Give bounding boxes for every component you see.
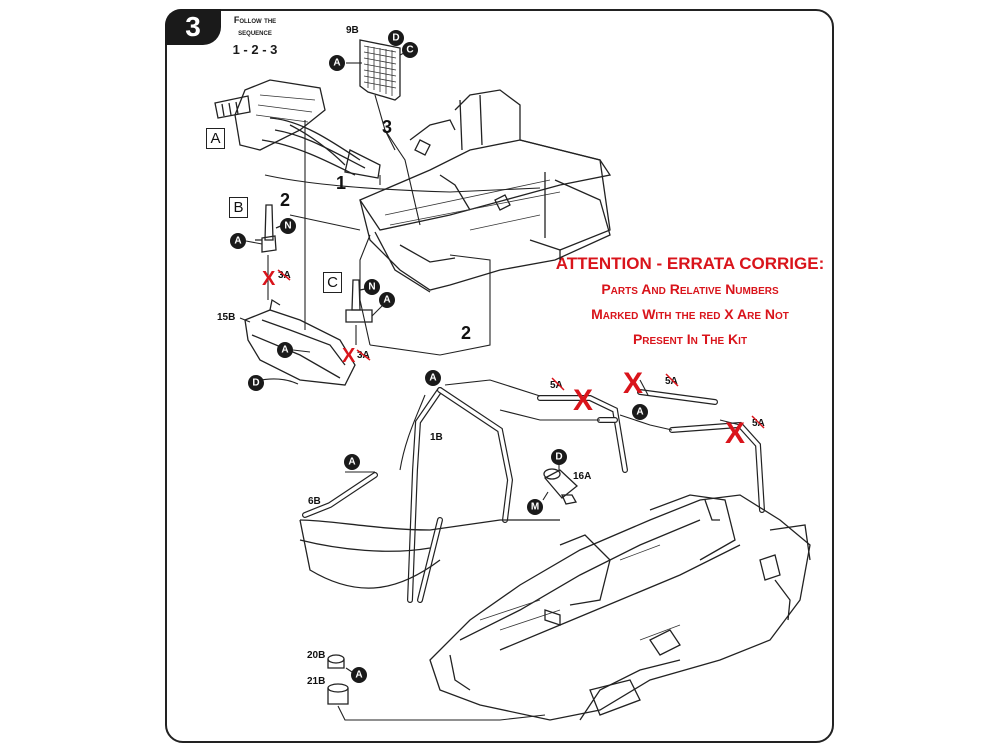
marker-a-b: A xyxy=(230,233,246,249)
sequence-label-2-b: 2 xyxy=(280,190,290,210)
svg-text:A: A xyxy=(636,407,643,418)
svg-text:D: D xyxy=(252,378,259,389)
marker-a-cage-left: A xyxy=(344,454,360,470)
removed-part-3a-right: X 3A xyxy=(342,345,371,367)
marker-n-b: N xyxy=(280,218,296,234)
subassembly-label-a: A xyxy=(206,128,225,149)
step-number-badge: 3 xyxy=(165,9,221,45)
part-label-6b: 6B xyxy=(308,496,321,507)
marker-a-15b: A xyxy=(277,342,293,358)
svg-text:D: D xyxy=(392,33,399,44)
svg-text:M: M xyxy=(531,502,539,513)
sequence-label-3: 3 xyxy=(382,117,392,137)
removed-part-5a-2: X 5A xyxy=(623,367,679,400)
svg-text:X: X xyxy=(573,384,593,417)
part-label-16a: 16A xyxy=(573,471,591,482)
svg-text:A: A xyxy=(348,457,355,468)
sequence-arrow-3 xyxy=(384,129,421,226)
svg-text:A: A xyxy=(333,58,340,69)
marker-a-cage-top: A xyxy=(425,370,441,386)
removed-part-5a-3: X 5A xyxy=(725,415,765,450)
subassembly-label-b: B xyxy=(229,197,248,218)
svg-text:C: C xyxy=(406,45,413,56)
part-label-20b: 20B xyxy=(307,650,325,661)
part-20b-21b-bottle xyxy=(327,654,546,721)
sequence-caption-line1: Follow the xyxy=(233,15,277,25)
svg-text:A: A xyxy=(383,295,390,306)
svg-text:X: X xyxy=(623,367,643,400)
marker-c-9b: C xyxy=(402,42,418,58)
marker-a-cage-right: A xyxy=(632,404,648,420)
part-label-1b: 1B xyxy=(430,432,443,443)
subassembly-label-c: C xyxy=(323,272,342,293)
svg-text:A: A xyxy=(234,236,241,247)
sequence-arrow-1 xyxy=(264,174,541,193)
sequence-caption-line2: sequence xyxy=(238,27,272,37)
svg-text:5A: 5A xyxy=(752,418,765,429)
part-label-15b: 15B xyxy=(217,312,235,323)
part-16a-canister xyxy=(542,464,578,505)
errata-line3: Present In The Kit xyxy=(632,331,748,347)
errata-line2: Marked With the red X Are Not xyxy=(591,306,789,322)
sequence-label-1: 1 xyxy=(336,173,346,193)
removed-part-5a-1: X 5A xyxy=(550,377,593,417)
part-label-9b: 9B xyxy=(346,25,359,36)
part-15b-subframe xyxy=(239,298,356,386)
part-9b-relay-box xyxy=(346,39,411,151)
svg-text:A: A xyxy=(355,670,362,681)
removed-part-3a-left: X 3A xyxy=(262,268,291,290)
marker-d-9b: D xyxy=(388,30,404,46)
sequence-arrow-2-b xyxy=(289,214,361,231)
marker-d-16a: D xyxy=(551,449,567,465)
svg-text:N: N xyxy=(284,221,291,232)
svg-text:X: X xyxy=(342,345,356,367)
svg-text:5A: 5A xyxy=(665,376,678,387)
svg-text:5A: 5A xyxy=(550,380,563,391)
svg-text:X: X xyxy=(262,268,276,290)
marker-m-16a: M xyxy=(527,499,543,515)
svg-text:A: A xyxy=(429,373,436,384)
marker-d-15b: D xyxy=(248,375,264,391)
svg-text:N: N xyxy=(368,282,375,293)
marker-n-c: N xyxy=(364,279,380,295)
subassembly-a-manifold xyxy=(214,79,381,330)
errata-line1: Parts And Relative Numbers xyxy=(601,281,779,297)
marker-a-c: A xyxy=(379,292,395,308)
sequence-label-2-c: 2 xyxy=(461,323,471,343)
marker-a-20b: A xyxy=(351,667,367,683)
errata-title: ATTENTION - ERRATA CORRIGE: xyxy=(555,254,825,273)
lower-body-shell xyxy=(429,494,811,721)
svg-text:X: X xyxy=(725,417,745,450)
svg-text:A: A xyxy=(281,345,288,356)
sequence-order: 1 - 2 - 3 xyxy=(232,42,278,57)
upper-body-shell xyxy=(359,89,612,293)
svg-text:D: D xyxy=(555,452,562,463)
part-label-21b: 21B xyxy=(307,676,325,687)
roll-cage xyxy=(299,379,765,603)
marker-a-9b: A xyxy=(329,55,345,71)
